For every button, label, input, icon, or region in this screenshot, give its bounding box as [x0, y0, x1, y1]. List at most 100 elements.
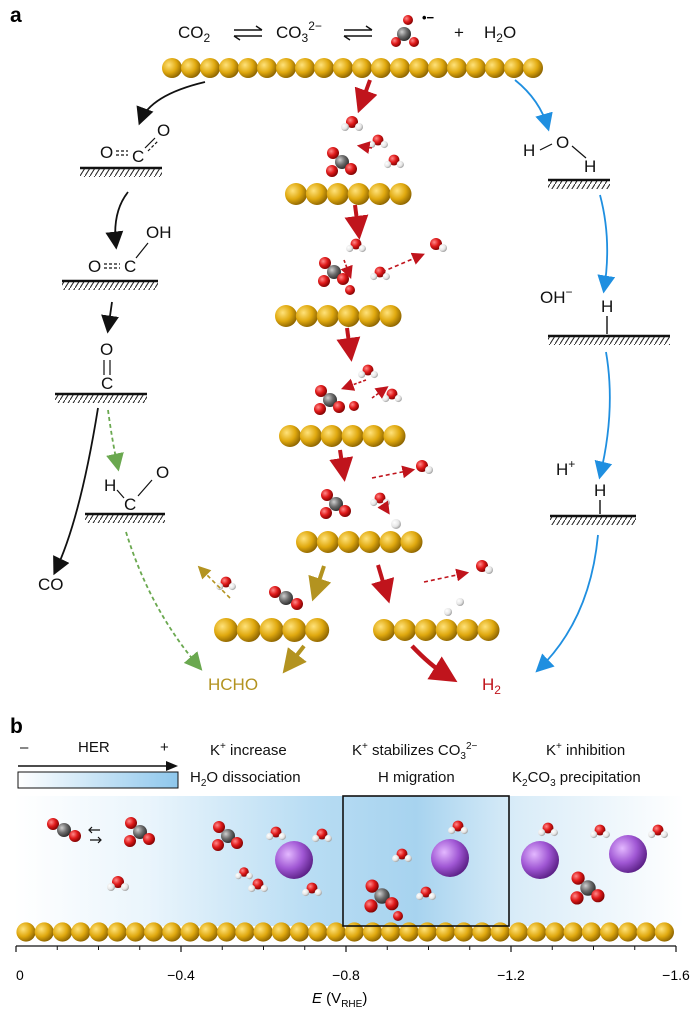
svg-text:H: H — [523, 141, 535, 160]
svg-text:OH−: OH− — [540, 285, 573, 307]
gold-atom — [485, 58, 505, 78]
gold-atom — [456, 619, 479, 641]
oxygen-atom — [374, 266, 386, 278]
gold-atom — [636, 922, 656, 942]
gold-atom — [295, 305, 318, 327]
oxygen-atom — [316, 828, 328, 840]
carbon-atom — [221, 829, 235, 843]
gold-atom — [545, 922, 565, 942]
gold-atom — [290, 922, 310, 942]
gold-atom — [238, 58, 258, 78]
hydrogen-atom — [260, 884, 268, 893]
gold-atom — [52, 922, 73, 942]
gold-atom — [399, 922, 419, 942]
gold-atom — [257, 58, 277, 78]
hydrogen-atom — [550, 828, 558, 837]
region2-line2: H migration — [378, 769, 455, 786]
gold-atom — [337, 531, 360, 553]
gold-atom — [600, 922, 620, 942]
gold-atom — [344, 922, 364, 942]
gold-atom — [358, 531, 381, 553]
oxygen-atom — [570, 891, 584, 905]
central-slab-2 — [275, 305, 402, 327]
central-red-arrows — [197, 79, 470, 683]
central-slab-1 — [285, 183, 412, 205]
hydrogen-atom — [312, 834, 320, 843]
carbon-atom — [397, 27, 411, 41]
hydrogen-atom — [425, 466, 433, 474]
carbon-atom — [374, 888, 390, 904]
gold-atom — [305, 183, 328, 205]
region3-line2: K2CO3 precipitation — [512, 769, 641, 789]
right-pathway: H O H OH− H H+ H — [514, 79, 670, 673]
gold-atom — [428, 58, 448, 78]
hydrogen-atom — [358, 244, 366, 253]
svg-text:CO32−: CO32− — [276, 19, 322, 45]
oxygen-atom — [143, 833, 155, 845]
gold-atom — [409, 58, 429, 78]
oxygen-atom — [393, 911, 403, 921]
co-product: CO — [38, 575, 64, 594]
gold-atom — [508, 922, 529, 942]
top-slab — [162, 58, 543, 78]
potassium-ion — [609, 835, 647, 873]
surface-co-ads — [55, 392, 147, 403]
carbon-atom — [279, 591, 293, 605]
oxygen-atom — [391, 37, 401, 47]
gold-atom — [581, 922, 602, 942]
hydrogen-atom — [216, 582, 224, 591]
panel-a-label: a — [10, 4, 22, 27]
oxygen-atom — [337, 273, 349, 285]
gold-atom — [305, 618, 330, 642]
oxygen-atom — [364, 899, 378, 913]
hydrogen-atom — [485, 566, 493, 574]
gold-atom — [352, 58, 372, 78]
top-equation: CO2 CO32− •− + H2O — [178, 10, 516, 45]
hydrogen-atom — [428, 892, 436, 901]
central-slab-4 — [296, 531, 423, 553]
oxygen-atom — [124, 835, 136, 847]
svg-text:H2O: H2O — [484, 23, 516, 45]
oxygen-atom — [350, 238, 362, 250]
gold-atom — [379, 305, 402, 327]
hydrogen-atom — [324, 834, 332, 843]
hydrogen-atom — [355, 123, 363, 131]
oxygen-atom — [220, 576, 232, 588]
hydrogen-atom — [107, 883, 115, 891]
gold-atom — [435, 922, 456, 942]
gold-atom — [295, 58, 315, 78]
oxygen-atom — [326, 165, 338, 177]
gold-atom — [400, 531, 423, 553]
gold-atom — [162, 58, 182, 78]
hydrogen-atom — [391, 519, 401, 529]
tick-label: −1.2 — [497, 967, 525, 983]
oxygen-atom — [269, 586, 281, 598]
tick-label: −0.8 — [332, 967, 360, 983]
gold-atom — [618, 922, 638, 942]
right-product-slab — [373, 619, 500, 641]
gold-atom — [296, 531, 318, 553]
hydrogen-atom — [448, 826, 456, 835]
gold-atom — [368, 183, 391, 205]
region-labels: K+ increase H2O dissociation K+ stabiliz… — [190, 741, 641, 789]
gold-atom — [393, 619, 416, 641]
svg-text:H+: H+ — [556, 457, 575, 479]
potassium-ion — [275, 841, 313, 879]
gold-atom — [259, 618, 284, 642]
gold-atom — [320, 425, 343, 447]
oxygen-atom — [321, 489, 333, 501]
oxygen-atom — [69, 830, 81, 842]
oxygen-atom — [591, 889, 605, 903]
hydrogen-atom — [341, 123, 349, 131]
gold-atom — [414, 619, 437, 641]
oxygen-atom — [388, 154, 400, 166]
oxygen-atom — [327, 147, 339, 159]
gold-atom — [316, 305, 339, 327]
radical-label: •− — [422, 10, 435, 25]
gold-atom — [34, 922, 54, 942]
hydrogen-atom — [460, 826, 468, 835]
svg-text:OH: OH — [146, 223, 172, 242]
gold-atom — [527, 922, 547, 942]
